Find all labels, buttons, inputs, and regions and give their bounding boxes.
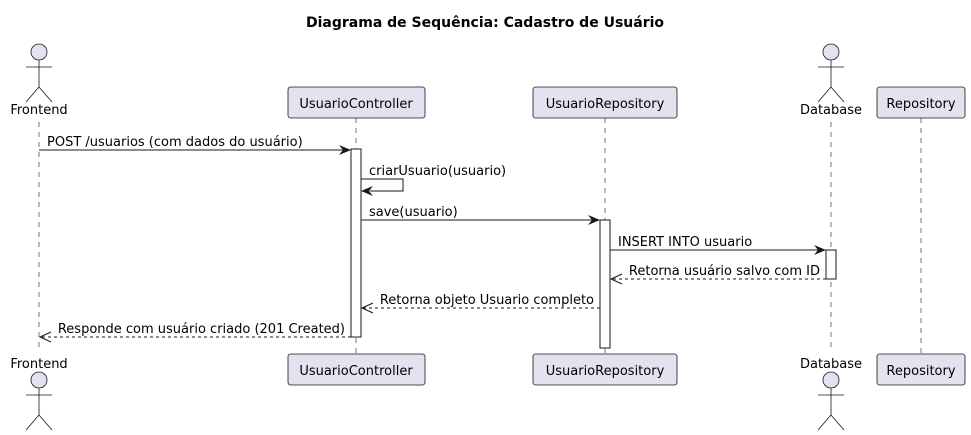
participant-label-usuario-repository: UsuarioRepository <box>546 364 665 379</box>
participant-usuario-repository-bottom: UsuarioRepository <box>532 353 678 386</box>
message-label: Retorna objeto Usuario completo <box>380 293 594 308</box>
participant-label-usuario-controller: UsuarioController <box>299 364 413 379</box>
diagram-title: Diagrama de Sequência: Cadastro de Usuár… <box>306 15 664 31</box>
arrow-head-icon <box>588 215 600 225</box>
participant-repository-bottom: Repository <box>876 353 966 386</box>
message-retorna-objeto-usuario: Retorna objeto Usuario completo <box>360 293 600 314</box>
actor-label-database: Database <box>800 357 862 372</box>
participant-usuario-controller-top: UsuarioController <box>287 86 426 119</box>
message-responde-usuario-criado: Responde com usuário criado (201 Created… <box>38 322 351 343</box>
actor-label-database: Database <box>800 103 862 118</box>
actor-label-frontend: Frontend <box>10 357 67 372</box>
participant-usuario-controller-bottom: UsuarioController <box>287 353 426 386</box>
message-label: INSERT INTO usuario <box>618 235 752 250</box>
arrow-head-icon <box>361 186 373 196</box>
actor-database-bottom: Database <box>800 357 862 431</box>
participant-label-usuario-repository: UsuarioRepository <box>546 97 665 112</box>
actor-head-icon <box>822 43 840 61</box>
actor-frontend-top: Frontend <box>10 43 68 118</box>
actor-frontend-bottom: Frontend <box>10 357 68 431</box>
actor-label-frontend: Frontend <box>10 103 67 118</box>
arrow-head-icon <box>814 245 826 255</box>
arrow-head-icon <box>339 145 351 155</box>
participant-label-repository: Repository <box>886 364 955 379</box>
actor-head-icon <box>822 371 840 389</box>
participant-usuario-repository-top: UsuarioRepository <box>532 86 678 119</box>
message-label: POST /usuarios (com dados do usuário) <box>47 135 303 150</box>
actor-head-icon <box>30 371 48 389</box>
activation-usuario-controller <box>350 148 362 338</box>
participant-label-usuario-controller: UsuarioController <box>299 97 413 112</box>
message-retorna-usuario-salvo: Retorna usuário salvo com ID <box>609 264 826 285</box>
message-insert-into: INSERT INTO usuario <box>610 235 826 255</box>
actor-head-icon <box>30 43 48 61</box>
activation-usuario-repository <box>599 219 611 349</box>
actor-database-top: Database <box>800 43 862 118</box>
message-label: criarUsuario(usuario) <box>369 164 506 179</box>
message-label: Retorna usuário salvo com ID <box>629 264 820 279</box>
participant-label-repository: Repository <box>886 97 955 112</box>
message-post-usuarios: POST /usuarios (com dados do usuário) <box>39 135 351 155</box>
message-save: save(usuario) <box>361 205 600 225</box>
message-label: save(usuario) <box>369 205 458 220</box>
message-criar-usuario: criarUsuario(usuario) <box>361 164 506 196</box>
activation-database <box>825 249 837 280</box>
message-label: Responde com usuário criado (201 Created… <box>58 322 345 337</box>
participant-repository-top: Repository <box>876 86 966 119</box>
